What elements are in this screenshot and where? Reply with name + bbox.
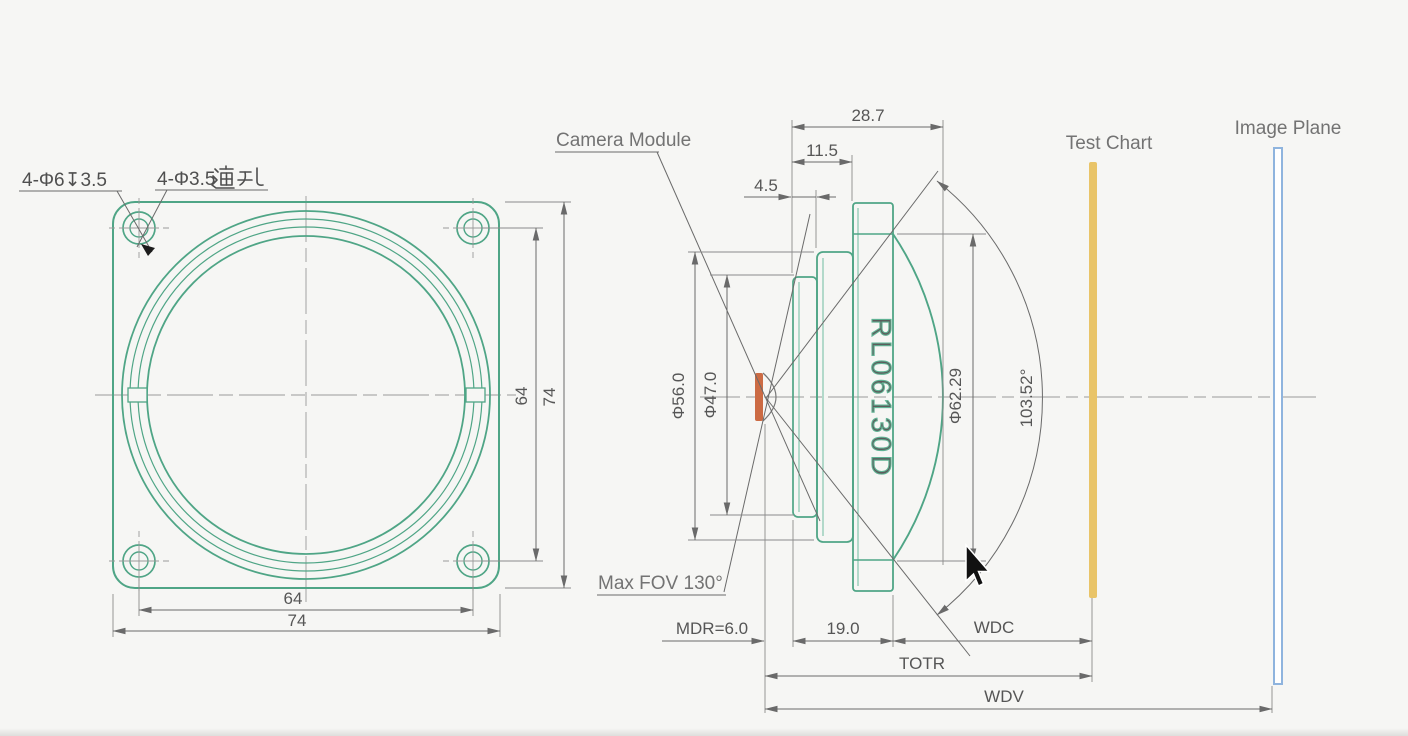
fov-ray-lower [765,397,971,657]
front-dimensions-right: 64 74 [481,201,571,589]
lens-body: RL06130D [792,202,944,592]
through-hole-label: 4-Φ3.5 [157,169,215,190]
dim-dome-diameter: Φ62.29 [946,368,965,424]
callout-counterbore: 4-Φ6↧3.5 [19,170,153,253]
dim-front-barrel-diameter: Φ47.0 [701,372,720,419]
side-dimensions-bottom: MDR=6.0 19.0 WDC TOTR WDV [662,424,1273,713]
callout-through-hole: 4-Φ3.5 [136,165,268,256]
image-plane [1273,147,1283,685]
counterbore-label: 4-Φ6↧3.5 [22,170,107,191]
mouse-cursor [965,542,991,588]
flange-body [852,202,894,592]
model-marking: RL06130D [866,317,897,479]
mount-plate-outline [112,201,500,589]
dim-wdc: WDC [974,618,1015,637]
max-fov-leader [723,213,811,593]
dim-hole-pitch-vertical: 64 [512,387,531,406]
dim-length-total: 28.7 [851,106,884,125]
cjk-through-hole-glyphs [211,165,264,189]
dim-wdv: WDV [984,687,1024,706]
side-view: RL06130D Camera Module Max FOV 130° 28.7 [555,106,1316,713]
image-plane-label: Image Plane [1235,118,1342,139]
dim-fov-angle: 103.52° [1017,369,1036,428]
front-dimensions-bottom: 64 74 [112,578,501,637]
mounting-hole-top-left [109,198,169,258]
test-chart-plane [1089,162,1097,598]
dim-front-step: 4.5 [754,176,778,195]
dim-barrel-diameter: Φ56.0 [669,373,688,420]
max-fov-label: Max FOV 130° [598,573,723,594]
camera-module-label: Camera Module [556,130,691,151]
fov-ray-upper [765,170,939,399]
reference-planes: Test Chart Image Plane [1066,118,1342,685]
side-dimension-dome: Φ62.29 [897,233,986,562]
front-view: 4-Φ6↧3.5 4-Φ3.5 [19,165,571,637]
fov-angle-dimension: 103.52° [936,180,1043,616]
ring-key-notch-left [127,387,148,403]
dim-mdr: MDR=6.0 [676,619,748,638]
rear-lens-element [762,372,777,422]
dim-height: 74 [540,388,559,407]
image-sensor [755,373,763,421]
dim-hole-pitch-horizontal: 64 [284,589,303,608]
test-chart-label: Test Chart [1066,133,1153,154]
ring-key-notch-right [465,387,486,403]
dim-flange-length: 19.0 [826,619,859,638]
camera-module-leader [656,151,821,522]
camera-module-callout: Camera Module [555,130,691,153]
dim-width: 74 [288,611,307,630]
dim-totr: TOTR [899,654,945,673]
side-dimensions-top: 28.7 11.5 4.5 [744,106,944,565]
max-fov-callout: Max FOV 130° [597,573,726,596]
leader-arrowhead [141,244,155,256]
lens-ring-outer [121,210,491,580]
dim-length-to-flange: 11.5 [806,141,838,160]
